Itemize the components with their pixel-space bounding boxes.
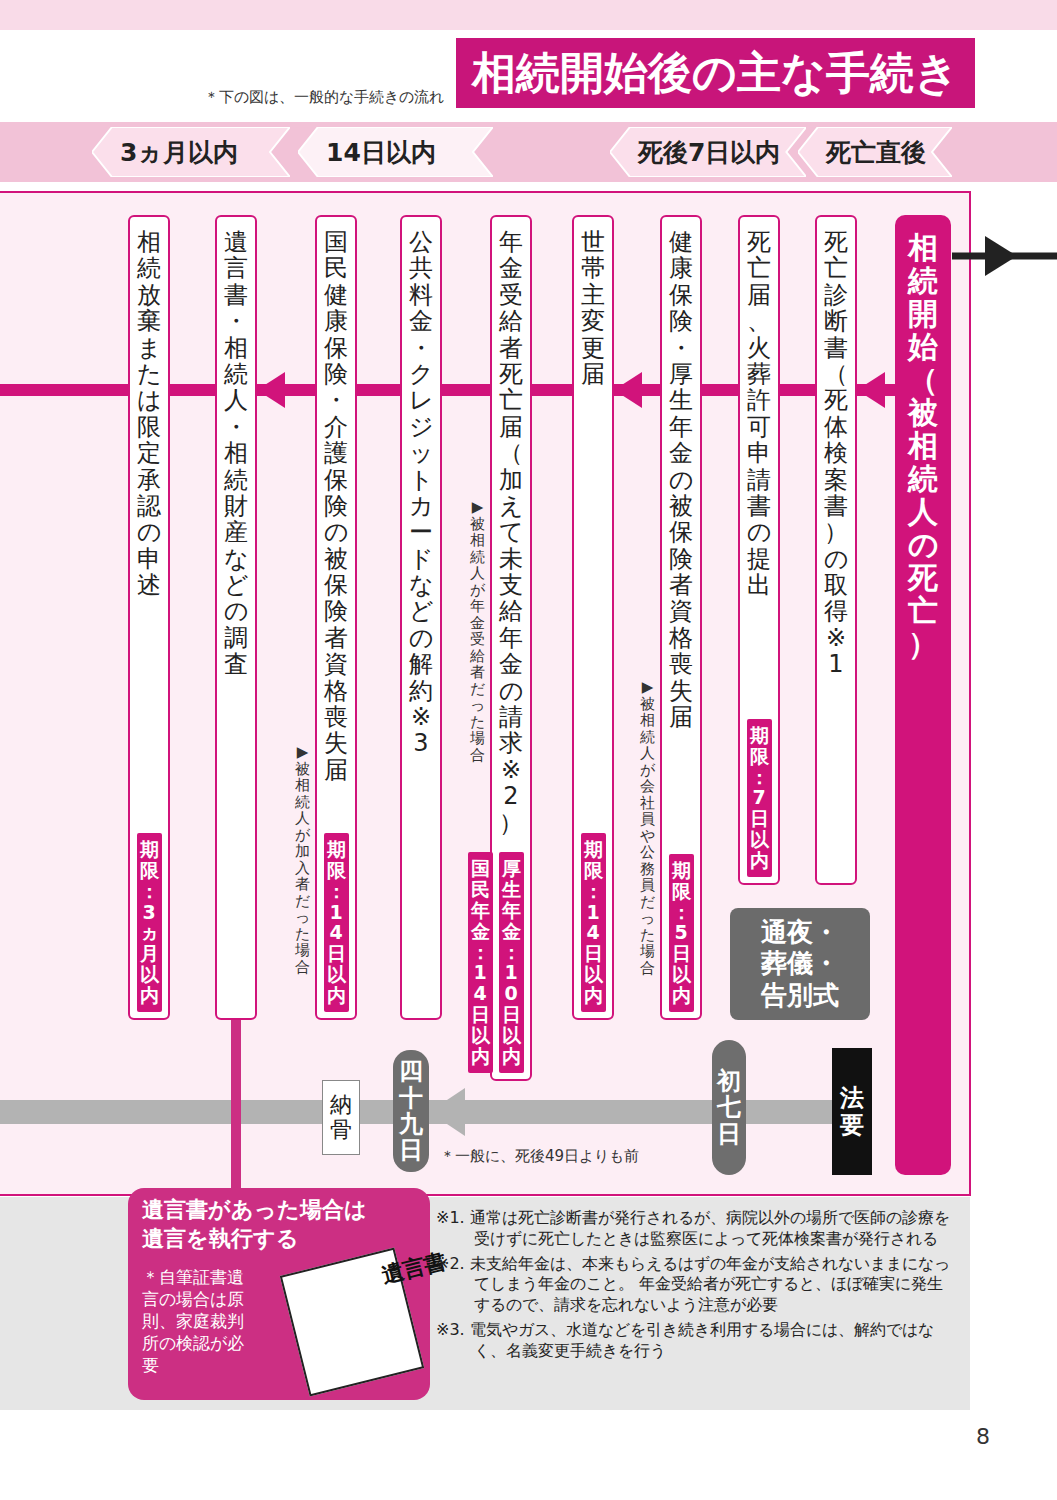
procedure-column: 健康保険・厚生年金の被保険者資格喪失届▶被相続人が会社員や公務員だった場合期限：… xyxy=(660,215,702,1020)
timeline-chevron: 3ヵ月以内 xyxy=(92,127,290,177)
procedure-column: 相続放棄または限定承認の申述期限：3ヵ月以内 xyxy=(128,215,170,1020)
node-text: 死亡直後 xyxy=(826,136,926,169)
procedure-column: 国民健康保険・介護保険の被保険者資格喪失届▶被相続人が加入者だった場合期限：14… xyxy=(315,215,357,1020)
procedure-column: 年金受給者死亡届（加えて未支給年金の請求※2）▶被相続人が年金受給者だった場合厚… xyxy=(490,215,532,1081)
node-text: 期限：14日以内 xyxy=(584,839,603,1006)
procedure-column: 公共料金・クレジットカードなどの解約※3 xyxy=(400,215,442,1020)
node-text: 期限：7日以内 xyxy=(750,725,769,871)
node-text: 四十九日 xyxy=(399,1058,423,1164)
footnote: ※2. 未支給年金は、本来もらえるはずの年金が支給されないままになってしまう年金… xyxy=(436,1254,958,1316)
top-strip xyxy=(0,0,1057,30)
procedure-column: 世帯主変更届期限：14日以内 xyxy=(572,215,614,1020)
deadline-tag: 厚生年金：10日以内 xyxy=(499,852,524,1073)
chevron-outline xyxy=(298,127,493,177)
node-text: 死亡診断書（死体検案書）の取得※1 xyxy=(824,229,848,678)
will-callout: 遺言書があった場合は遺言を執行する ＊自筆証書遺言の場合は原則、家庭裁判所の検認が… xyxy=(128,1188,430,1400)
procedure-column: 死亡診断書（死体検案書）の取得※1 xyxy=(815,215,857,885)
timeline-band xyxy=(0,122,1057,182)
node-text: 公共料金・クレジットカードなどの解約※3 xyxy=(409,229,433,757)
footnote: ※1. 通常は死亡診断書が発行されるが、病院以外の場所で医師の診療を受けずに死亡… xyxy=(436,1208,958,1250)
node-note: ＊自筆証書遺言の場合は原則、家庭裁判所の検認が必要 xyxy=(142,1266,260,1376)
chevron-outline xyxy=(92,127,290,177)
footnote: ※3. 電気やガス、水道などを引き続き利用する場合には、解約ではなく、名義変更手… xyxy=(436,1320,958,1362)
node-text: 期限：14日以内 xyxy=(327,839,346,1006)
chevron-outline xyxy=(798,127,952,177)
node-text: 世帯主変更届 xyxy=(581,229,605,387)
node-text: 死後7日以内 xyxy=(638,136,780,169)
flow-arrow xyxy=(614,384,660,396)
node-text: 相続放棄または限定承認の申述 xyxy=(137,229,161,598)
deadline-tag: 期限：14日以内 xyxy=(581,833,606,1012)
will-document: 遺言書 xyxy=(280,1248,424,1397)
node-text: 国民年金：14日以内 xyxy=(471,858,490,1067)
callout-pointer xyxy=(231,1020,241,1188)
chevron-outline xyxy=(610,127,806,177)
timeline-chevron: 死後7日以内 xyxy=(610,127,806,177)
deadline-tag: 国民年金：14日以内 xyxy=(468,852,493,1073)
page-number: 8 xyxy=(976,1424,990,1449)
node-text: 国民健康保険・介護保険の被保険者資格喪失届 xyxy=(324,229,348,783)
node-text: 初七日 xyxy=(717,1068,741,1147)
node-text: 相続開始（被相続人の死亡） xyxy=(908,231,938,660)
node-text: 納骨 xyxy=(330,1093,352,1141)
note-text: ＊下の図は、一般的な手続きの流れ xyxy=(204,88,444,107)
deadline-tag: 期限：5日以内 xyxy=(669,854,694,1012)
node-text: 3ヵ月以内 xyxy=(120,136,238,169)
deadline-tag: 期限：14日以内 xyxy=(324,833,349,1012)
ceremony-box: 通夜・葬儀・告別式 xyxy=(730,908,870,1020)
timeline-chevron: 14日以内 xyxy=(298,127,493,177)
node-text: 法要 xyxy=(840,1085,864,1138)
node-text: 健康保険・厚生年金の被保険者資格喪失届 xyxy=(669,229,693,730)
flow-arrow xyxy=(429,1100,712,1124)
memorial-day: 初七日 xyxy=(712,1040,746,1175)
start-band: 相続開始（被相続人の死亡） xyxy=(895,215,951,1175)
node-text: 期限：3ヵ月以内 xyxy=(140,839,159,1006)
flow-panel xyxy=(0,192,970,1195)
deadline-tag: 期限：7日以内 xyxy=(747,719,772,877)
node-text: 遺言書があった場合は遺言を執行する xyxy=(142,1196,374,1253)
flow-arrow xyxy=(857,384,895,396)
memorial-label: 法要 xyxy=(832,1048,872,1175)
procedure-column: 死亡届、火葬許可申請書の提出期限：7日以内 xyxy=(738,215,780,885)
memorial-box: 納骨 xyxy=(322,1080,360,1155)
timeline-chevron: 死亡直後 xyxy=(798,127,952,177)
procedure-column: 遺言書・相続人・相続財産などの調査 xyxy=(215,215,257,1020)
node-text: 期限：5日以内 xyxy=(672,860,691,1006)
condition-note: ▶被相続人が会社員や公務員だった場合 xyxy=(640,679,655,976)
flow-arrow xyxy=(257,384,315,396)
condition-note: ▶被相続人が加入者だった場合 xyxy=(295,744,310,975)
node-text: 14日以内 xyxy=(326,136,436,169)
node-text: 遺言書・相続人・相続財産などの調査 xyxy=(224,229,248,678)
node-text: 年金受給者死亡届（加えて未支給年金の請求※2） xyxy=(499,229,523,836)
note-text: ＊一般に、死後49日よりも前 xyxy=(440,1147,639,1166)
memorial-line xyxy=(740,1100,835,1124)
node-text: 死亡届、火葬許可申請書の提出 xyxy=(747,229,771,598)
node-text: 厚生年金：10日以内 xyxy=(502,858,521,1067)
node-text: 通夜・葬儀・告別式 xyxy=(758,917,841,1011)
condition-note: ▶被相続人が年金受給者だった場合 xyxy=(470,499,485,763)
deadline-tag: 期限：3ヵ月以内 xyxy=(137,833,162,1012)
memorial-day: 四十九日 xyxy=(393,1050,429,1172)
title-banner: 相続開始後の主な手続き xyxy=(456,38,975,108)
start-arrowhead xyxy=(985,236,1017,276)
